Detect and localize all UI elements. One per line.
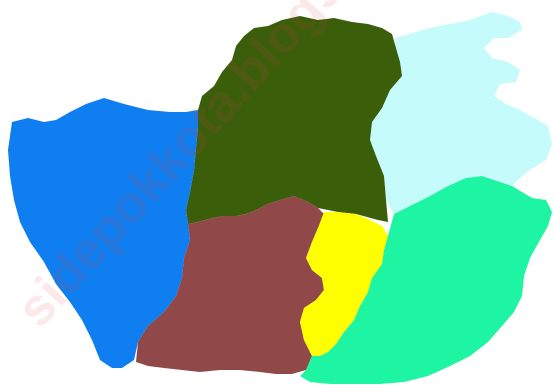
region-southwest[interactable] xyxy=(136,196,324,374)
region-northeast[interactable] xyxy=(368,12,552,214)
region-west[interactable] xyxy=(8,98,198,368)
region-center[interactable] xyxy=(300,212,388,356)
region-north[interactable] xyxy=(186,16,402,224)
region-southeast[interactable] xyxy=(300,176,552,384)
